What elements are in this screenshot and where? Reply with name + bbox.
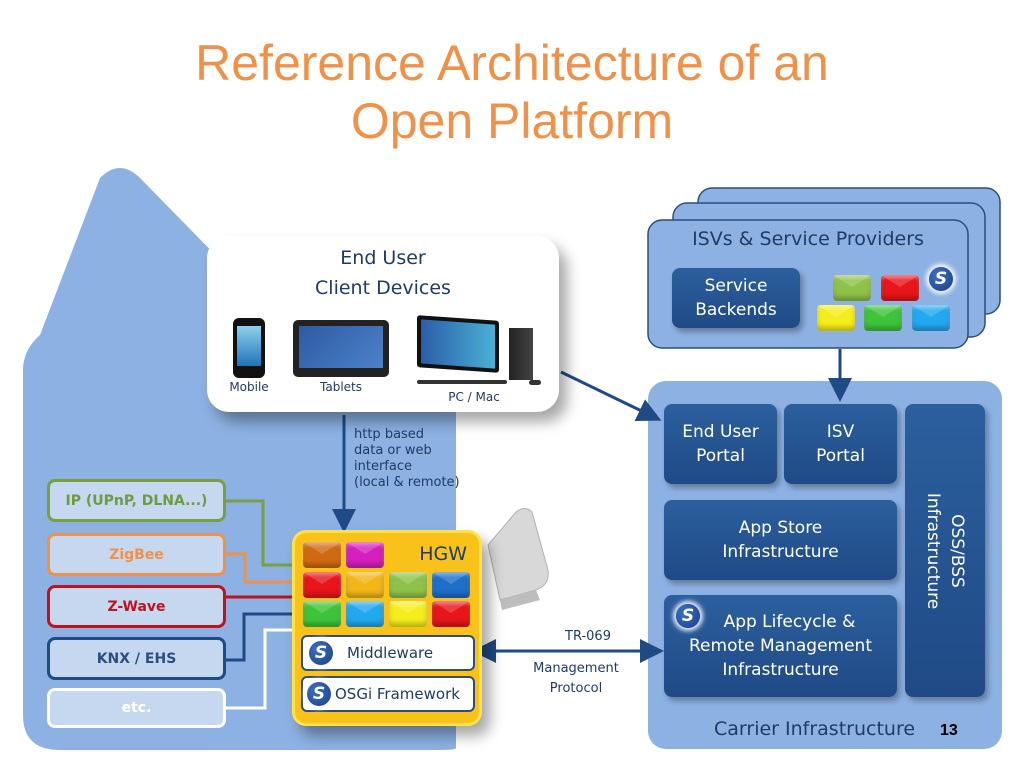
app-tile[interactable]	[346, 572, 384, 598]
carrier-label: Carrier Infrastructure	[714, 718, 916, 740]
client-devices-title-2: Client Devices	[315, 277, 451, 299]
tablets-label: Tablets	[320, 380, 362, 394]
http-note-line: interface	[354, 459, 412, 474]
isv-portal-line: Portal	[816, 446, 865, 466]
gateway-device-icon	[487, 508, 549, 610]
http-note-line: (local & remote)	[354, 475, 460, 490]
app-store-line: App Store	[738, 518, 823, 538]
end-user-portal-line: End User	[682, 422, 759, 442]
oss-bss-infrastructure[interactable]: OSS/BSS Infrastructure	[905, 404, 985, 697]
app-tile[interactable]	[346, 542, 384, 568]
management-label: Management	[533, 661, 619, 676]
page-number: 13	[940, 722, 958, 739]
mobile-label: Mobile	[229, 380, 269, 394]
service-backends-line: Backends	[695, 300, 777, 320]
platform-logo-icon: S	[676, 604, 700, 628]
lifecycle-line: Remote Management	[689, 636, 872, 656]
app-tile[interactable]	[389, 572, 427, 598]
platform-logo-icon: S	[309, 641, 333, 665]
client-devices-card: End User Client Devices Mobile Tablets P…	[207, 236, 559, 412]
app-tile[interactable]	[389, 601, 427, 627]
service-backends[interactable]: Service Backends	[672, 268, 800, 328]
service-tile[interactable]	[817, 305, 855, 331]
platform-logo-icon: S	[307, 682, 331, 706]
client-devices-title-1: End User	[340, 247, 426, 269]
oss-bss-line: Infrastructure	[923, 492, 944, 609]
isv-title: ISVs & Service Providers	[692, 228, 924, 250]
end-user-portal-line: Portal	[696, 446, 745, 466]
osgi-label: OSGi Framework	[335, 685, 460, 703]
app-tile[interactable]	[303, 572, 341, 598]
mobile-phone-icon	[233, 318, 265, 378]
protocol-etc[interactable]: etc.	[47, 688, 226, 728]
app-tile[interactable]	[346, 601, 384, 627]
app-tile[interactable]	[432, 572, 470, 598]
service-backends-line: Service	[704, 276, 768, 296]
isv-portal[interactable]: ISV Portal	[784, 404, 897, 484]
title-line-2: Open Platform	[350, 93, 674, 149]
tablet-icon	[293, 320, 389, 377]
title-line-1: Reference Architecture of an	[195, 35, 829, 91]
protocol-label: Protocol	[549, 681, 603, 696]
pc-mac-label: PC / Mac	[448, 390, 500, 404]
oss-bss-line: OSS/BSS	[947, 513, 968, 588]
service-tile[interactable]	[833, 275, 871, 301]
desktop-pc-icon	[417, 315, 541, 388]
protocol-zigbee[interactable]: ZigBee	[47, 533, 226, 576]
lifecycle-line: App Lifecycle &	[723, 612, 856, 632]
protocol-zwave[interactable]: Z-Wave	[47, 585, 226, 628]
hgw-box: HGW S Middleware S OSGi Framework	[292, 530, 482, 726]
middleware-row[interactable]: S Middleware	[301, 635, 475, 671]
page-title: Reference Architecture of an Open Platfo…	[0, 34, 1024, 150]
lifecycle-line: Infrastructure	[722, 660, 839, 680]
http-note: http based data or web interface (local …	[354, 427, 460, 491]
service-tile[interactable]	[881, 275, 919, 301]
protocol-knx-ehs[interactable]: KNX / EHS	[47, 637, 226, 680]
app-tile[interactable]	[303, 601, 341, 627]
http-note-line: http based	[354, 427, 425, 442]
hgw-label: HGW	[419, 543, 467, 565]
app-tile[interactable]	[432, 601, 470, 627]
client-to-portal-arrow	[560, 370, 662, 421]
protocol-ip[interactable]: IP (UPnP, DLNA...)	[47, 479, 226, 522]
service-tile[interactable]	[864, 305, 902, 331]
isv-portal-line: ISV	[826, 422, 855, 442]
app-store-infrastructure[interactable]: App Store Infrastructure	[664, 500, 897, 580]
tr069-label: TR-069	[565, 629, 611, 644]
osgi-row[interactable]: S OSGi Framework	[301, 676, 475, 712]
app-store-line: Infrastructure	[722, 542, 839, 562]
platform-logo-icon: S	[929, 267, 953, 291]
http-note-line: data or web	[354, 443, 432, 458]
app-tile[interactable]	[303, 542, 341, 568]
app-lifecycle-infrastructure[interactable]: App Lifecycle & Remote Management Infras…	[664, 595, 897, 697]
end-user-portal[interactable]: End User Portal	[664, 404, 777, 484]
service-tile[interactable]	[912, 305, 950, 331]
middleware-label: Middleware	[347, 644, 434, 662]
